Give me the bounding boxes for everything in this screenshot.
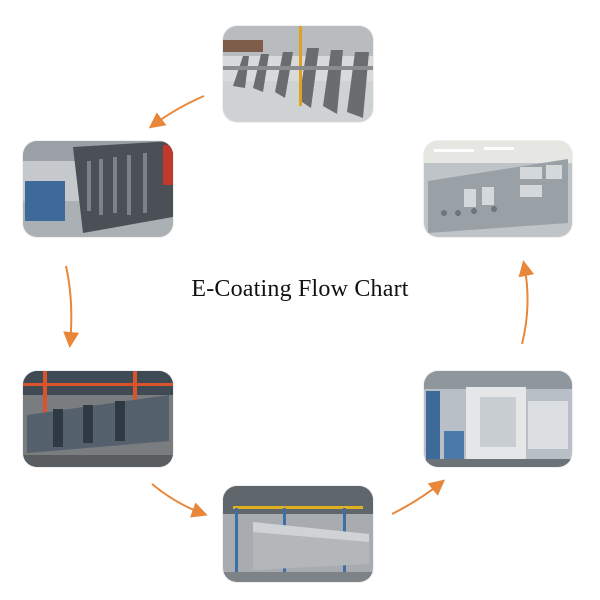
arrow-upper-left-to-lower-left bbox=[63, 265, 80, 348]
step-photo-upper-left bbox=[23, 141, 173, 237]
step-photo-bottom bbox=[223, 486, 373, 582]
step-photo-lower-left bbox=[23, 371, 173, 467]
step-photo-lower-right bbox=[424, 371, 572, 467]
arrow-lower-left-to-bottom bbox=[151, 483, 208, 518]
arrow-bottom-to-lower-right bbox=[391, 479, 446, 515]
flow-chart-title: E-Coating Flow Chart bbox=[191, 276, 409, 302]
step-photo-top bbox=[223, 26, 373, 122]
arrow-top-to-upper-left bbox=[148, 95, 205, 129]
step-photo-upper-right bbox=[424, 141, 572, 237]
arrow-lower-right-to-upper-right bbox=[518, 260, 535, 345]
